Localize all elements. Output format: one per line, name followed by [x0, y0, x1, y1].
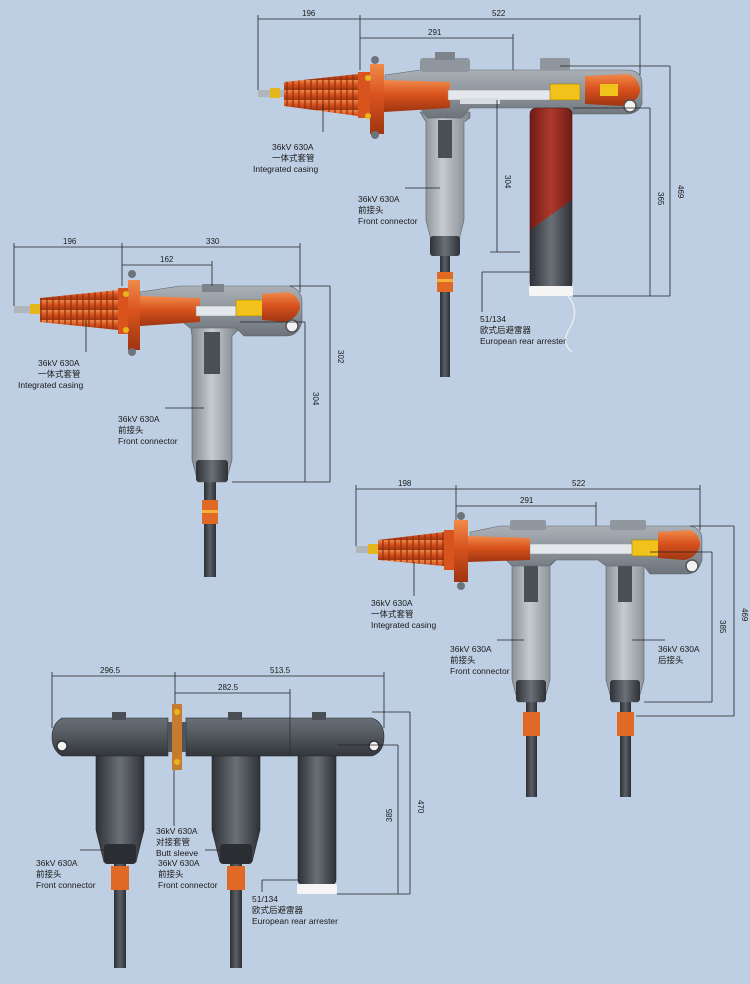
- d4-front-label-2: 前接头: [36, 869, 62, 879]
- d3-bushing: [356, 512, 530, 590]
- d2-dimensions: 196 330 162 304 302: [13, 237, 345, 483]
- d1-bushing: [258, 56, 450, 139]
- d4-arrester-label-3: European rear arrester: [252, 916, 338, 926]
- d1-front-label-2: 前接头: [358, 205, 384, 215]
- diagram-2: 196 330 162 304 302 36kV 630A 一体式套管 Inte…: [13, 237, 345, 577]
- d4-arrester-label-1: 51/134: [252, 894, 278, 904]
- d4-labels: 36kV 630A 前接头 Front connector 36kV 630A …: [36, 770, 338, 926]
- d4-cables: [111, 860, 245, 968]
- d1-front-connector: [419, 111, 471, 256]
- d4-dim-385: 385: [385, 808, 394, 822]
- d1-arrester-label-1: 51/134: [480, 314, 506, 324]
- d2-casing-label-1: 36kV 630A: [38, 358, 80, 368]
- d1-cable: [437, 255, 453, 377]
- d4-butt-label-2: 对接套管: [156, 837, 190, 847]
- d3-front-label-2: 前接头: [450, 655, 476, 665]
- d3-dim-469: 469: [740, 608, 749, 622]
- d3-casing-label-3: Integrated casing: [371, 620, 436, 630]
- d3-dimensions: 198 522 291 385 469: [355, 479, 749, 717]
- d2-bushing: [14, 270, 200, 356]
- d1-arrester-label-3: European rear arrester: [480, 336, 566, 346]
- d2-dim-304: 304: [311, 392, 320, 406]
- d1-casing-label-3: Integrated casing: [253, 164, 318, 174]
- d1-dim-304: 304: [503, 175, 512, 189]
- d3-front-label-1: 36kV 630A: [450, 644, 492, 654]
- d3-front-label-3: Front connector: [450, 666, 510, 676]
- d3-conductor-rod: [529, 530, 700, 573]
- d1-rear-arrester: [529, 107, 576, 353]
- d4-rear-arrester: [297, 744, 337, 894]
- d3-rear-label-2: 后接头: [658, 655, 684, 665]
- d2-conductor-rod: [195, 292, 300, 333]
- d2-front-label-2: 前接头: [118, 425, 144, 435]
- d1-dim-469: 469: [676, 185, 685, 199]
- d1-dim-196: 196: [302, 9, 316, 18]
- d1-labels: 36kV 630A 一体式套管 Integrated casing 36kV 6…: [253, 104, 566, 346]
- d1-dimensions: 196 522 291 304 365 469: [257, 9, 685, 297]
- d4-dimensions: 296.5 513.5 282.5 385 470: [51, 666, 425, 895]
- d1-front-label-3: Front connector: [358, 216, 418, 226]
- d3-casing-label-1: 36kV 630A: [371, 598, 413, 608]
- d2-labels: 36kV 630A 一体式套管 Integrated casing 36kV 6…: [18, 320, 204, 446]
- d4-dim-282-5: 282.5: [218, 683, 239, 692]
- d2-dim-162: 162: [160, 255, 174, 264]
- d1-casing-label-1: 36kV 630A: [272, 142, 314, 152]
- d4-dim-513-5: 513.5: [270, 666, 291, 675]
- d3-rear-label-1: 36kV 630A: [658, 644, 700, 654]
- d1-dim-365: 365: [656, 192, 665, 206]
- d2-front-label-3: Front connector: [118, 436, 178, 446]
- d4-front2-label-1: 36kV 630A: [158, 858, 200, 868]
- d4-butt-sleeve: [168, 704, 186, 770]
- d4-dim-470: 470: [416, 800, 425, 814]
- diagram-3: 198 522 291 385 469 36kV 630A 一体式套管 Inte…: [355, 479, 749, 797]
- d2-dim-196: 196: [63, 237, 77, 246]
- d4-front-connector-2: [211, 744, 261, 864]
- diagram-1: 196 522 291 304 365 469 36kV 630A 一体式套管 …: [253, 9, 685, 377]
- d3-dim-385: 385: [718, 620, 727, 634]
- d1-front-label-1: 36kV 630A: [358, 194, 400, 204]
- d2-casing-label-2: 一体式套管: [38, 369, 81, 379]
- d2-front-connector: [189, 321, 239, 483]
- d4-housings: [51, 712, 385, 757]
- d4-front2-label-3: Front connector: [158, 880, 218, 890]
- diagram-4: 296.5 513.5 282.5 385 470 36kV 630A 前接头 …: [36, 666, 425, 968]
- d1-dim-291: 291: [428, 28, 442, 37]
- d1-conductor-rod: [447, 74, 640, 113]
- d4-butt-label-3: Butt sleeve: [156, 848, 198, 858]
- d1-casing-label-2: 一体式套管: [272, 153, 315, 163]
- d4-front-connector-1: [95, 744, 145, 864]
- d3-cables: [523, 700, 634, 797]
- d3-front-connector: [507, 551, 557, 703]
- d3-dim-198: 198: [398, 479, 412, 488]
- d3-labels: 36kV 630A 一体式套管 Integrated casing 36kV 6…: [371, 562, 700, 676]
- d2-dim-330: 330: [206, 237, 220, 246]
- d3-dim-522: 522: [572, 479, 586, 488]
- d1-arrester-label-2: 欧式后避雷器: [480, 325, 532, 335]
- d4-front-label-3: Front connector: [36, 880, 96, 890]
- d2-front-label-1: 36kV 630A: [118, 414, 160, 424]
- d1-dim-522: 522: [492, 9, 506, 18]
- d3-casing-label-2: 一体式套管: [371, 609, 414, 619]
- d4-dim-296-5: 296.5: [100, 666, 121, 675]
- d4-front-label-1: 36kV 630A: [36, 858, 78, 868]
- d2-dim-302: 302: [336, 350, 345, 364]
- d4-front2-label-2: 前接头: [158, 869, 184, 879]
- d4-arrester-label-2: 欧式后避雷器: [252, 905, 304, 915]
- d3-dim-291: 291: [520, 496, 534, 505]
- d2-casing-label-3: Integrated casing: [18, 380, 83, 390]
- d4-butt-label-1: 36kV 630A: [156, 826, 198, 836]
- d3-rear-connector: [601, 551, 651, 703]
- d2-cable: [202, 475, 218, 577]
